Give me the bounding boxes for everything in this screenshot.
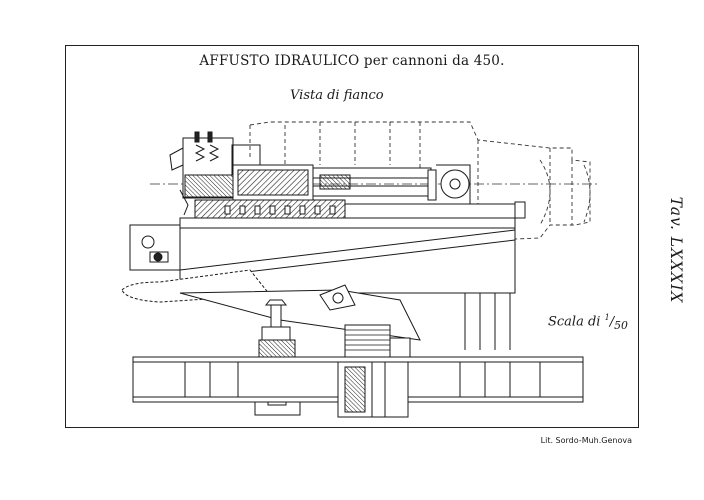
crank-handle xyxy=(129,224,181,271)
hydraulic-cylinder xyxy=(232,164,520,206)
pivot-support xyxy=(179,284,421,361)
scale-text: Scala di xyxy=(548,314,601,330)
plate-title: AFFUSTO IDRAULICO per cannoni da 450. xyxy=(199,53,505,69)
lithographer-credit: Lit. Sordo-Muh.Genova xyxy=(540,436,632,445)
scale-denominator: 50 xyxy=(614,318,628,332)
gun-barrel-dashed xyxy=(249,121,591,241)
roller-wheel xyxy=(337,361,409,418)
breech-mechanism xyxy=(169,131,261,216)
upper-bed xyxy=(194,199,526,219)
scale-label: Scala di 1/50 xyxy=(548,313,628,332)
plate-border xyxy=(65,45,639,428)
view-subtitle: Vista di fianco xyxy=(290,88,384,103)
scale-numerator: 1 xyxy=(604,313,610,322)
